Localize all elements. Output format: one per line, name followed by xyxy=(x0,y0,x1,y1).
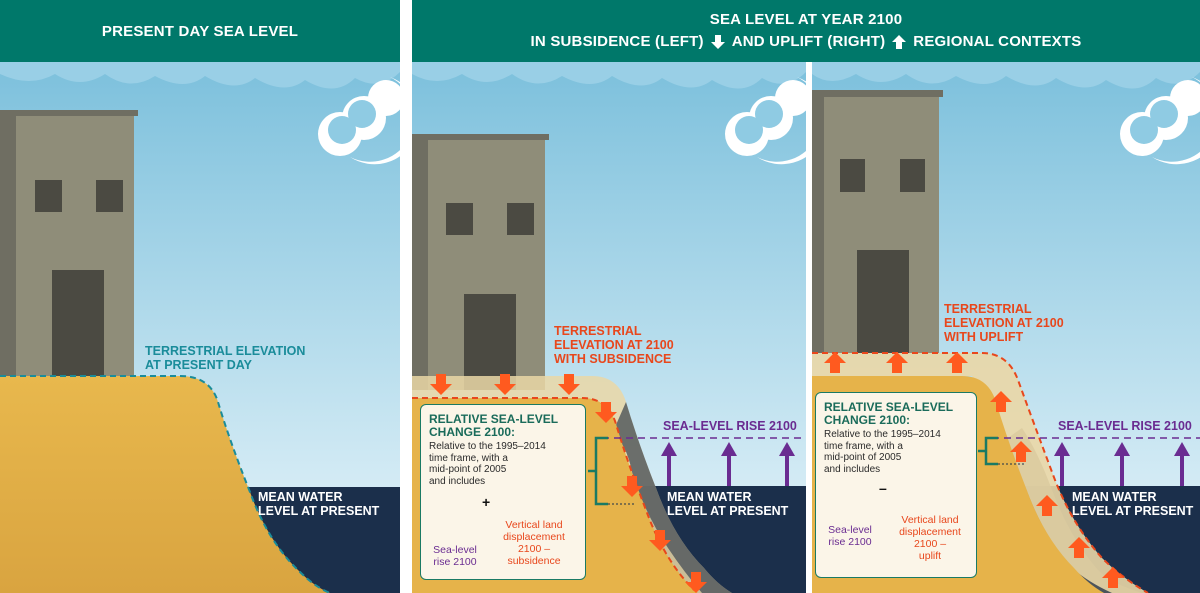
regional-contexts-label: REGIONAL CONTEXTS xyxy=(913,33,1082,50)
building xyxy=(0,110,138,386)
relative-sea-level-change-box: RELATIVE SEA-LEVEL CHANGE 2100: Relative… xyxy=(815,392,977,578)
uplift-arrows xyxy=(824,352,1124,588)
uplift-context-label: AND UPLIFT (RIGHT) xyxy=(731,33,886,50)
relative-sea-level-change-box: RELATIVE SEA-LEVEL CHANGE 2100: Relative… xyxy=(420,404,586,580)
vertical-land-displacement-caption: Vertical land displacement 2100 – subsid… xyxy=(503,519,565,567)
building-window xyxy=(840,159,865,192)
present-day-panel: TERRESTRIAL ELEVATION AT PRESENT DAY MEA… xyxy=(0,62,400,593)
sea-level-rise-caption: Sea-level rise 2100 xyxy=(433,544,477,568)
vertical-land-displacement-caption: Vertical land displacement 2100 – uplift xyxy=(899,514,961,562)
year-2100-title: SEA LEVEL AT YEAR 2100 xyxy=(709,11,903,28)
present-day-banner: PRESENT DAY SEA LEVEL xyxy=(0,0,400,62)
land xyxy=(0,376,330,593)
building xyxy=(412,134,549,390)
minus-operator: – xyxy=(879,480,887,496)
down-arrow-icon xyxy=(710,34,726,50)
sea-level-rise-caption: Sea-level rise 2100 xyxy=(828,524,872,548)
mean-water-level-label: MEAN WATER LEVEL AT PRESENT xyxy=(258,490,380,518)
uplift-panel: TERRESTRIAL ELEVATION AT 2100 WITH UPLIF… xyxy=(812,62,1200,593)
building-window xyxy=(507,203,534,235)
uplift-land-ghost xyxy=(812,353,1148,593)
building-window xyxy=(446,203,473,235)
cloud-band xyxy=(412,62,806,89)
terrestrial-elevation-line xyxy=(0,375,331,593)
terrestrial-2100-subsidence-label: TERRESTRIAL ELEVATION AT 2100 WITH SUBSI… xyxy=(554,324,674,366)
subsidence-panel: TERRESTRIAL ELEVATION AT 2100 WITH SUBSI… xyxy=(412,62,806,593)
cloud-band xyxy=(812,62,1200,89)
cloud-icon xyxy=(318,77,400,165)
box-title: RELATIVE SEA-LEVEL CHANGE 2100: xyxy=(429,412,559,439)
building-window xyxy=(900,159,925,192)
subsided-layer xyxy=(612,402,732,593)
subsidence-context-label: IN SUBSIDENCE (LEFT) xyxy=(530,33,704,50)
building-door xyxy=(52,270,104,386)
building-window xyxy=(96,180,123,212)
cloud-icon xyxy=(725,77,806,165)
present-day-title: PRESENT DAY SEA LEVEL xyxy=(101,22,299,40)
mean-water-level-label: MEAN WATER LEVEL AT PRESENT xyxy=(1072,490,1194,518)
sea-level-rise-label: SEA-LEVEL RISE 2100 xyxy=(1058,419,1192,433)
cloud-band xyxy=(0,62,400,89)
building xyxy=(812,90,943,353)
year-2100-banner: SEA LEVEL AT YEAR 2100 IN SUBSIDENCE (LE… xyxy=(412,0,1200,62)
sea-level-rise-arrows xyxy=(1054,442,1190,486)
building-door xyxy=(857,250,909,353)
relative-change-bracket xyxy=(588,436,608,506)
terrestrial-2100-uplift-label: TERRESTRIAL ELEVATION AT 2100 WITH UPLIF… xyxy=(944,302,1064,344)
mean-water-level-label: MEAN WATER LEVEL AT PRESENT xyxy=(667,490,789,518)
box-description: Relative to the 1995–2014 time frame, wi… xyxy=(824,429,941,475)
up-arrow-icon xyxy=(891,34,907,50)
terrestrial-present-label: TERRESTRIAL ELEVATION AT PRESENT DAY xyxy=(145,344,306,372)
subsidence-arrows xyxy=(430,374,707,593)
plus-operator: + xyxy=(482,494,491,510)
sea-level-rise-label: SEA-LEVEL RISE 2100 xyxy=(663,419,797,433)
box-title: RELATIVE SEA-LEVEL CHANGE 2100: xyxy=(824,400,954,427)
box-description: Relative to the 1995–2014 time frame, wi… xyxy=(429,441,546,487)
building-window xyxy=(35,180,62,212)
terrestrial-2100-line xyxy=(812,352,1149,593)
relative-change-bracket xyxy=(978,436,998,466)
cloud-icon xyxy=(1120,77,1200,165)
sea-level-rise-arrows xyxy=(661,442,795,486)
